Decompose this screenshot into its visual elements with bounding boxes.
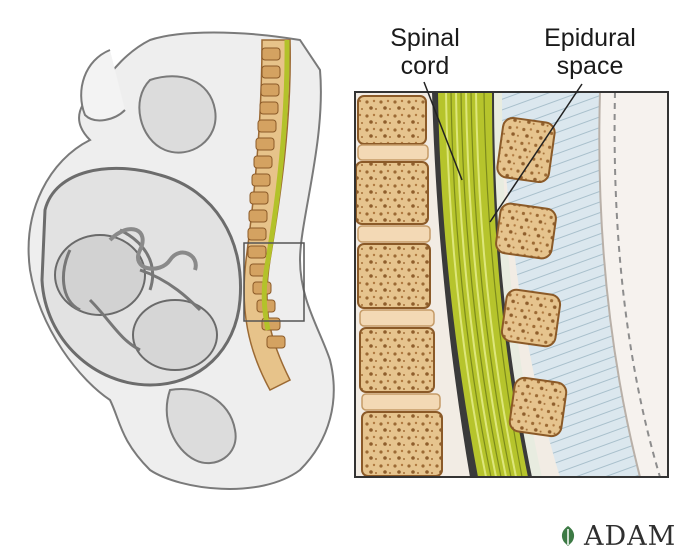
nerve-fibers-dark [450,92,523,477]
epidural-space-label-line1: Epidural [544,24,636,52]
pregnant-body-cross-section [27,31,335,490]
internal-organs [138,75,237,465]
vertebrae-stack [247,47,286,349]
logo-text: ADAM [584,520,677,552]
breast [80,49,126,122]
nerve-fibers [445,92,517,477]
spinal-cord-inset [438,92,528,477]
epidural-space-label-line2: space [556,52,624,80]
intervertebral-discs [357,144,441,411]
umbilical-cord [108,227,198,271]
inset-frame-border [354,91,669,478]
fetus-head [132,299,218,371]
skin-surface-line [613,92,661,477]
adam-logo: ADAM [556,520,676,552]
epidural-space-leader [489,83,583,223]
spinal-cord-label-line1: Spinal [390,24,460,52]
spinal-cord-leader [423,81,463,181]
magnified-inset [354,91,669,478]
epidural-space-label: Epidural space [530,24,650,80]
fetus-body [54,234,146,316]
spinal-cord-label-line2: cord [400,52,450,80]
skin-layer [598,92,668,477]
spinal-cord-label: Spinal cord [380,24,470,80]
vertebral-bodies [355,95,443,477]
zoom-region-box [243,242,305,322]
spinal-cord-overview [261,39,290,331]
leaf-icon [561,526,575,546]
fetus-limbs [61,228,202,352]
spinous-processes [495,116,568,438]
